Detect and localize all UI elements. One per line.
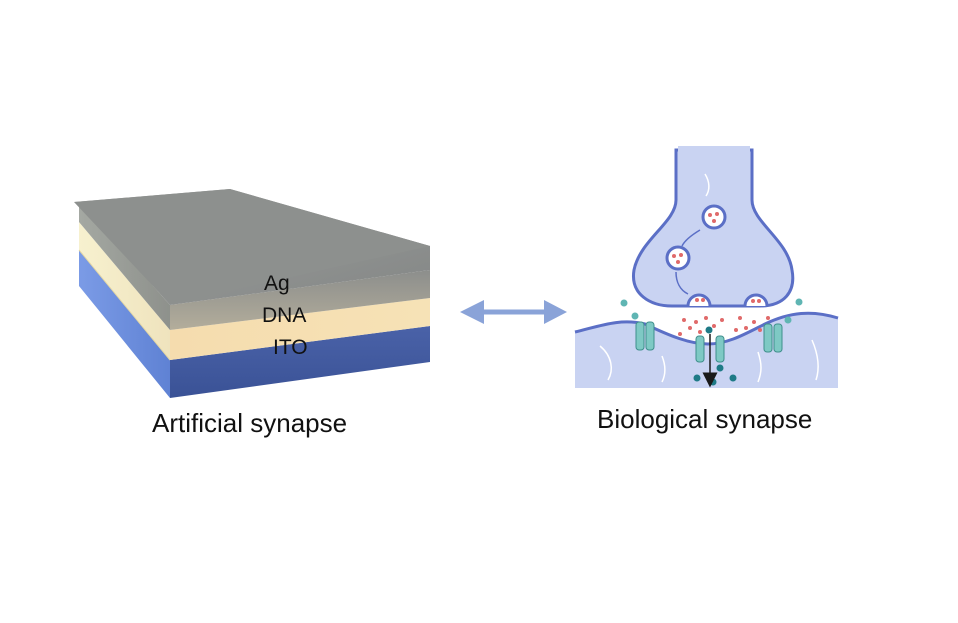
ito-layer-label: ITO bbox=[273, 336, 308, 359]
ag-layer-label: Ag bbox=[264, 272, 290, 295]
receptor-channel bbox=[635, 321, 655, 351]
docked-vesicle bbox=[743, 293, 769, 307]
ito-layer bbox=[79, 250, 430, 398]
artificial-synapse-device: Ag DNA ITO bbox=[74, 189, 430, 398]
vesicle bbox=[701, 204, 727, 230]
biological-synapse-illustration bbox=[574, 146, 839, 388]
biological-synapse-caption: Biological synapse bbox=[597, 404, 812, 434]
dna-layer-label: DNA bbox=[262, 304, 306, 327]
receptor-channel bbox=[763, 323, 783, 353]
vesicle bbox=[665, 245, 691, 271]
postsynaptic-neuron bbox=[575, 313, 838, 388]
dna-layer bbox=[78, 222, 430, 361]
artificial-synapse-caption: Artificial synapse bbox=[152, 408, 347, 438]
ag-layer bbox=[74, 189, 430, 330]
docked-vesicle bbox=[686, 293, 712, 307]
neurotransmitters bbox=[678, 316, 770, 336]
double-arrow bbox=[460, 300, 567, 324]
receptor-channel-open bbox=[695, 334, 725, 388]
ions bbox=[620, 298, 803, 324]
